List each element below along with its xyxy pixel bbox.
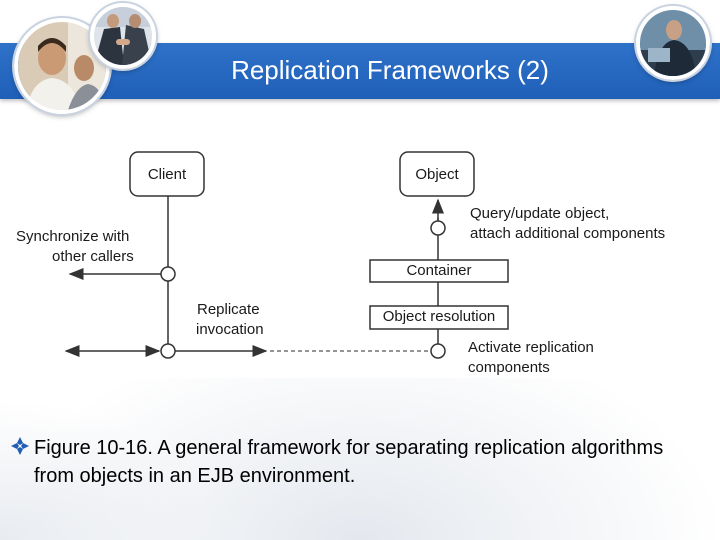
- client-sync-point: [160, 266, 176, 282]
- activate-label-line1: Activate replication: [468, 339, 594, 356]
- object-resolution-label: Object resolution: [382, 308, 496, 325]
- figure-caption: Figure 10-16. A general framework for se…: [34, 437, 664, 487]
- replication-framework-diagram: Client Object Container Object resolutio…: [14, 148, 698, 378]
- query-label-line1: Query/update object,: [470, 205, 610, 222]
- activate-label-line2: components: [468, 359, 550, 376]
- handshake-photo-icon: [90, 3, 156, 69]
- client-replicate-point: [160, 343, 176, 359]
- object-resolution-box: [369, 305, 509, 330]
- container-box: [369, 259, 509, 283]
- worker-photo-icon: [636, 6, 710, 80]
- query-label-line2: attach additional components: [470, 225, 666, 242]
- object-activate-point: [430, 343, 446, 359]
- slide-title: Replication Frameworks (2): [231, 55, 549, 85]
- client-label: Client: [147, 166, 187, 183]
- diagram-canvas: [64, 151, 509, 359]
- client-box: [129, 151, 205, 197]
- object-query-point: [430, 220, 446, 236]
- replicate-label-line2: invocation: [196, 321, 264, 338]
- sync-label-line1: Synchronize with: [16, 228, 130, 245]
- container-label: Container: [406, 262, 472, 279]
- replicate-label-line1: Replicate: [197, 301, 260, 318]
- sync-label-line2: other callers: [52, 248, 134, 265]
- diamond-bullet-icon: [10, 436, 30, 458]
- object-label: Object: [415, 166, 459, 183]
- object-box: [399, 151, 475, 197]
